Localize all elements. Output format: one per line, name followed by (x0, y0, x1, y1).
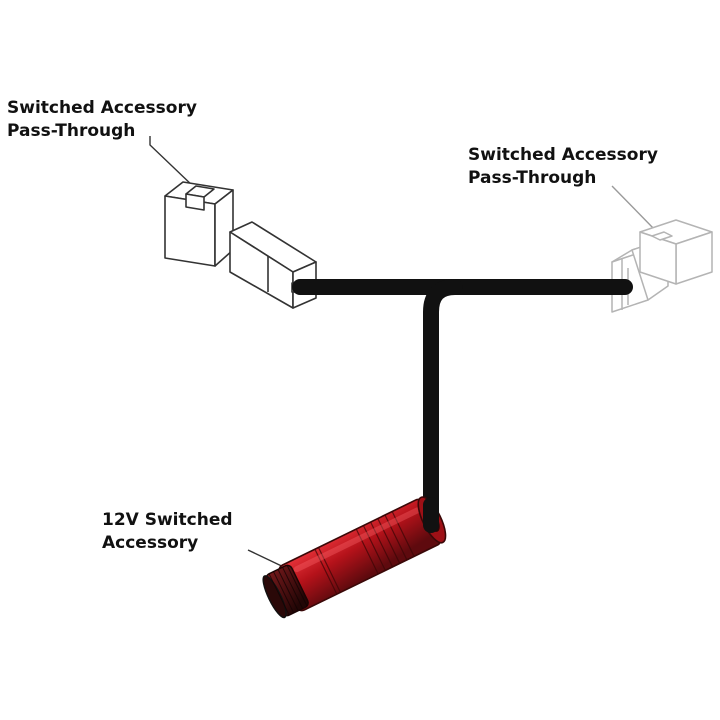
right-connector-label-line2: Pass-Through (468, 168, 597, 188)
left-connector-label-line1: Switched Accessory (7, 98, 197, 118)
right-connector-label: Switched Accessory Pass-Through (468, 144, 658, 190)
barrel-socket-icon (262, 496, 447, 619)
leader-line-right (611, 185, 656, 231)
right-connector-label-line1: Switched Accessory (468, 145, 658, 165)
bottom-connector-label-line2: Accessory (102, 533, 199, 553)
left-connector-icon (164, 181, 317, 309)
branch-cable (423, 279, 463, 528)
left-connector-label: Switched Accessory Pass-Through (7, 97, 197, 143)
bottom-connector-label: 12V Switched Accessory (102, 509, 233, 555)
right-connector-icon (611, 219, 713, 313)
left-connector-label-line2: Pass-Through (7, 121, 136, 141)
bottom-connector-label-line1: 12V Switched (102, 510, 233, 530)
leader-line-left (149, 136, 196, 189)
